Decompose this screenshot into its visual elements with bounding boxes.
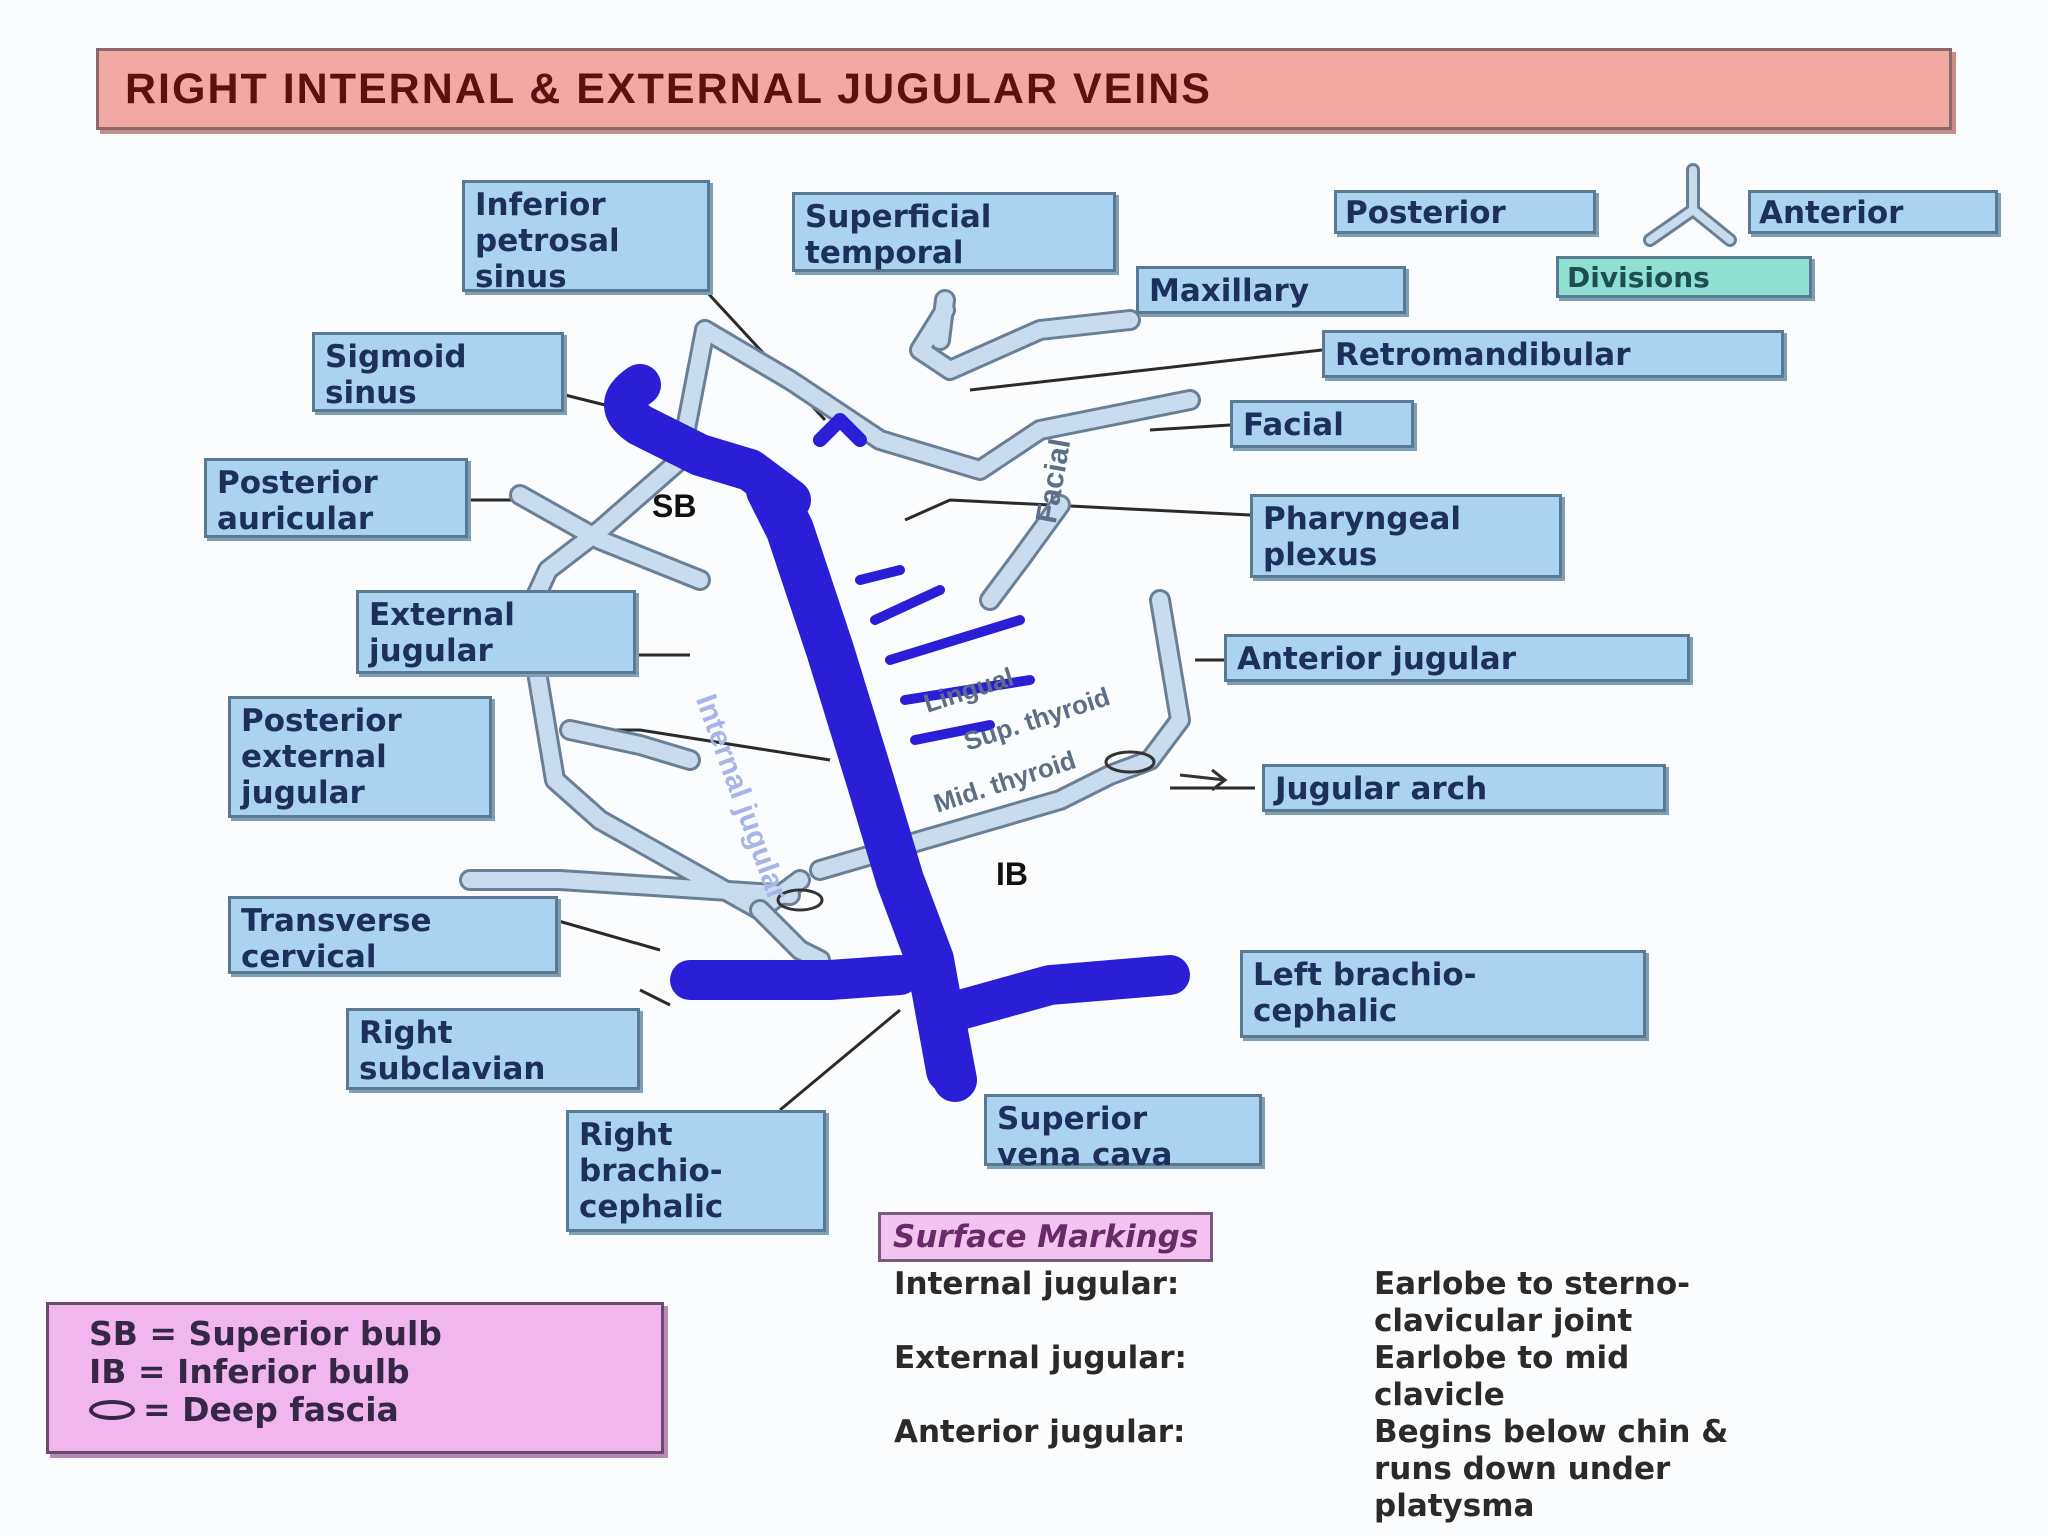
- label-superior-vena-cava: Superior vena cava: [984, 1094, 1262, 1166]
- abbr-superior-bulb: SB: [652, 488, 696, 525]
- surface-marking-row: External jugular: Earlobe to mid clavicl…: [894, 1340, 1934, 1414]
- label-right-subclavian: Right subclavian: [346, 1008, 640, 1090]
- abbr-inferior-bulb: IB: [996, 856, 1028, 893]
- legend-row-sb: SB = Superior bulb: [89, 1315, 661, 1353]
- surface-marking-row: Anterior jugular: Begins below chin & ru…: [894, 1414, 1934, 1525]
- facial-vein-superficial: [705, 330, 1190, 470]
- surface-markings-title: Surface Markings: [878, 1212, 1213, 1262]
- label-left-brachiocephalic: Left brachio- cephalic: [1240, 950, 1646, 1038]
- label-divisions: Divisions: [1556, 256, 1812, 298]
- diagram-title: RIGHT INTERNAL & EXTERNAL JUGULAR VEINS: [125, 65, 1212, 114]
- label-sigmoid-sinus: Sigmoid sinus: [312, 332, 564, 412]
- label-anterior: Anterior: [1748, 190, 1998, 234]
- left-brachiocephalic-vein: [960, 975, 1170, 1010]
- label-anterior-jugular: Anterior jugular: [1224, 634, 1690, 682]
- label-right-brachiocephalic: Right brachio- cephalic: [566, 1110, 826, 1232]
- label-inferior-petrosal-sinus: Inferior petrosal sinus: [462, 180, 710, 292]
- label-facial: Facial: [1230, 400, 1414, 448]
- label-superficial-temporal: Superficial temporal: [792, 192, 1116, 272]
- label-posterior: Posterior: [1334, 190, 1596, 234]
- label-transverse-cervical: Transverse cervical: [228, 896, 558, 974]
- label-maxillary: Maxillary: [1136, 266, 1406, 314]
- label-pharyngeal-plexus: Pharyngeal plexus: [1250, 494, 1562, 578]
- label-retromandibular: Retromandibular: [1322, 330, 1784, 378]
- diagram-title-box: RIGHT INTERNAL & EXTERNAL JUGULAR VEINS: [96, 48, 1952, 130]
- legend-row-deep-fascia: = Deep fascia: [89, 1391, 661, 1429]
- label-posterior-auricular: Posterior auricular: [204, 458, 468, 538]
- deep-fascia-oval-icon: [89, 1400, 135, 1420]
- surface-marking-row: Internal jugular: Earlobe to sterno- cla…: [894, 1266, 1934, 1340]
- right-subclavian-vein: [690, 975, 900, 980]
- label-jugular-arch: Jugular arch: [1262, 764, 1666, 812]
- label-posterior-external-jugular: Posterior external jugular: [228, 696, 492, 818]
- legend-box: SB = Superior bulb IB = Inferior bulb = …: [46, 1302, 664, 1454]
- label-external-jugular: External jugular: [356, 590, 636, 674]
- legend-row-ib: IB = Inferior bulb: [89, 1353, 661, 1391]
- superior-vena-cava-vein: [940, 1000, 955, 1080]
